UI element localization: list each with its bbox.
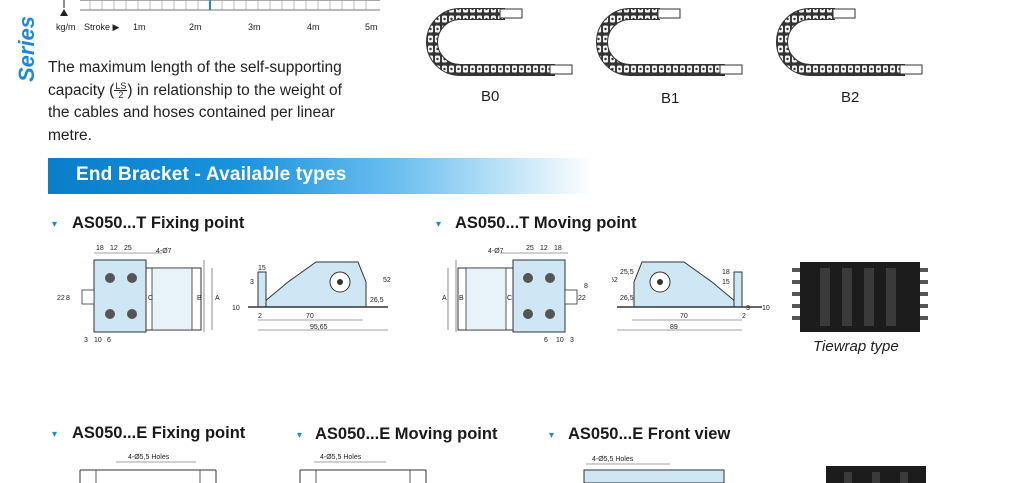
dim-label: 15 <box>722 279 730 286</box>
dim-label: B <box>197 295 202 302</box>
x-tick-4: 4m <box>307 22 320 32</box>
dim-label: 18 <box>722 269 730 276</box>
t-fixing-top-view: 18 12 25 4-Ø7 A B C 22 8 3 10 6 <box>57 245 220 344</box>
dim-label: 4-Ø5,5 Holes <box>320 454 362 461</box>
intro-line-3: the cables and hoses contained per linea… <box>48 104 335 121</box>
dim-label: 95,65 <box>310 324 328 331</box>
dim-label: 15 <box>258 265 266 272</box>
t-fixing-side-view: 15 3 10 2 52 26,5 70 95,65 <box>232 261 391 331</box>
dim-label: 8 <box>584 283 588 290</box>
chain-label-b0: B0 <box>481 88 500 105</box>
x-axis-label: Stroke ▶ <box>84 22 119 33</box>
dim-label: 25,5 <box>620 269 634 276</box>
chain-b0-icon <box>426 7 573 76</box>
dim-label: 4-Ø5,5 Holes <box>592 456 634 463</box>
x-axis-label-text: Stroke <box>84 22 111 32</box>
intro-line-1: The maximum length of the self-supportin… <box>48 59 342 76</box>
dim-label: 89 <box>670 324 678 331</box>
dim-label: 8 <box>66 295 70 302</box>
banner-title: End Bracket - Available types <box>76 164 347 185</box>
section-banner <box>48 158 593 194</box>
heading-e-front: AS050...E Front view <box>568 425 731 443</box>
e-fixing-drawing-partial: 4-Ø5,5 Holes <box>79 454 217 483</box>
dim-label: C <box>148 295 153 302</box>
dim-label: 70 <box>680 313 688 320</box>
dim-label: 10 <box>762 305 770 312</box>
dim-label: B <box>459 295 464 302</box>
chain-label-b1: B1 <box>661 90 680 107</box>
t-moving-top-view: 4-Ø7 25 12 18 A B C 22 8 6 10 3 <box>442 245 588 344</box>
dim-label: 2 <box>258 313 262 320</box>
bullet-icon: ▾ <box>549 430 555 441</box>
dim-label: C <box>507 295 512 302</box>
dim-label: 22 <box>57 295 65 302</box>
dim-label: 25 <box>124 245 132 252</box>
dim-label: 10 <box>556 337 564 344</box>
dim-label: 4-Ø5,5 Holes <box>128 454 170 461</box>
dim-label: 26,5 <box>620 295 634 302</box>
e-front-drawing-partial: 4-Ø5,5 Holes <box>583 456 725 483</box>
chain-b2-icon <box>776 7 923 76</box>
series-label: Series <box>14 15 40 83</box>
y-axis-arrow-icon <box>60 9 68 16</box>
dim-label: 70 <box>306 313 314 320</box>
dim-label: 2 <box>742 313 746 320</box>
intro-line-4: metre. <box>48 126 92 144</box>
bullet-icon: ▾ <box>52 219 58 230</box>
dim-label: 3 <box>570 337 574 344</box>
tiewrap-image <box>792 262 928 332</box>
dim-label: 10 <box>94 337 102 344</box>
t-moving-side-view: 52 26,5 25,5 18 15 3 10 2 70 89 <box>612 261 770 331</box>
e-moving-drawing-partial: 4-Ø5,5 Holes <box>299 454 427 483</box>
dim-label: 22 <box>578 295 586 302</box>
heading-t-fixing: AS050...T Fixing point <box>72 214 245 232</box>
x-tick-2: 2m <box>189 22 202 32</box>
intro-line-2-pre: capacity ( <box>48 81 115 99</box>
heading-e-moving: AS050...E Moving point <box>315 425 498 443</box>
chain-drawings <box>426 7 923 76</box>
bullet-icon: ▾ <box>52 429 58 440</box>
load-chart-axis <box>60 0 380 16</box>
dim-label: 6 <box>107 337 111 344</box>
dim-label: 18 <box>554 245 562 252</box>
dim-label: 12 <box>540 245 548 252</box>
dim-label: A <box>442 295 447 302</box>
dim-label: 12 <box>110 245 118 252</box>
dim-label: 4-Ø7 <box>488 248 504 255</box>
x-tick-1: 1m <box>133 22 146 32</box>
intro-line-2-post: ) in relationship to the weight of <box>127 81 342 99</box>
tiewrap-caption: Tiewrap type <box>813 338 899 355</box>
dim-label: 18 <box>96 245 104 252</box>
right-arrow-icon: ▶ <box>112 22 120 32</box>
y-axis-unit: kg/m <box>56 22 76 32</box>
heading-e-fixing: AS050...E Fixing point <box>72 424 246 442</box>
dim-label: 26,5 <box>370 297 384 304</box>
fraction-denominator: 2 <box>118 89 124 100</box>
bullet-icon: ▾ <box>297 430 303 441</box>
dim-label: 3 <box>746 305 750 312</box>
bullet-icon: ▾ <box>436 219 442 230</box>
dim-label: 6 <box>544 337 548 344</box>
dim-label: 10 <box>232 305 240 312</box>
chain-label-b2: B2 <box>841 89 860 106</box>
dim-label: 52 <box>612 277 618 284</box>
dim-label: 4-Ø7 <box>156 248 172 255</box>
x-tick-3: 3m <box>248 22 261 32</box>
dim-label: A <box>215 295 220 302</box>
dim-label: 25 <box>526 245 534 252</box>
chain-b1-icon <box>596 7 743 76</box>
e-front-photo-partial <box>826 466 926 483</box>
dim-label: 52 <box>383 277 391 284</box>
dim-label: 3 <box>84 337 88 344</box>
intro-paragraph: The maximum length of the self-supportin… <box>48 57 388 147</box>
dim-label: 3 <box>250 279 254 286</box>
x-tick-5: 5m <box>365 22 378 32</box>
heading-t-moving: AS050...T Moving point <box>455 214 637 232</box>
fraction-numerator: LS <box>114 80 128 91</box>
